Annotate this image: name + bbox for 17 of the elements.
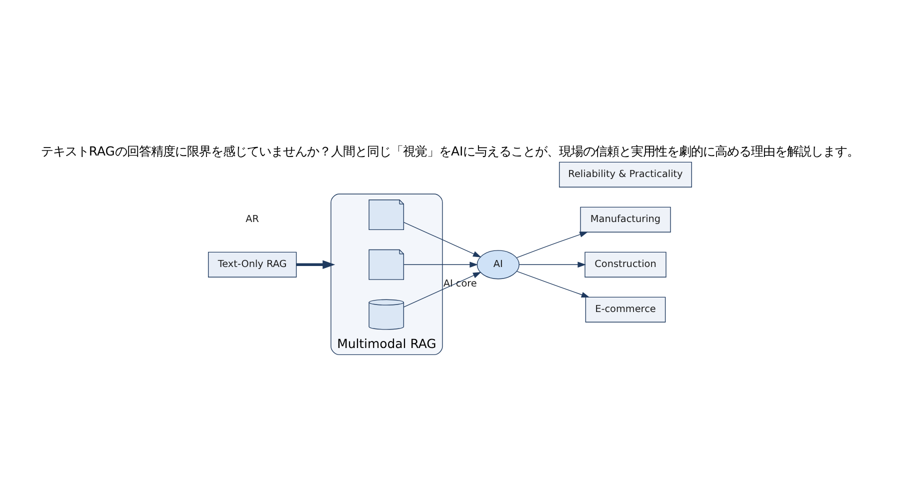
arrow — [516, 231, 588, 258]
arrow — [403, 261, 478, 268]
arrow — [403, 271, 482, 307]
cluster: Multimodal RAG — [330, 193, 443, 355]
node-box: Text-Only RAG — [208, 251, 297, 277]
node-box: Manufacturing — [580, 206, 671, 232]
node-ellipse: AI — [476, 250, 520, 279]
diagram-title: テキストRAGの回答精度に限界を感じていませんか？人間と同じ「視覚」をAIに与えることが、現場の信頼と実用性を劇的に高める理由を解説します。 — [40, 143, 860, 158]
node-box: Reliability & Practicality — [559, 161, 692, 187]
arrow — [516, 270, 590, 298]
arrow — [519, 261, 586, 268]
node-box: Construction — [584, 251, 666, 277]
label: AR — [246, 214, 260, 225]
arrow — [296, 260, 336, 269]
arrow — [403, 221, 482, 257]
node-label: AI core — [443, 278, 477, 290]
node-box: E-commerce — [585, 296, 666, 322]
